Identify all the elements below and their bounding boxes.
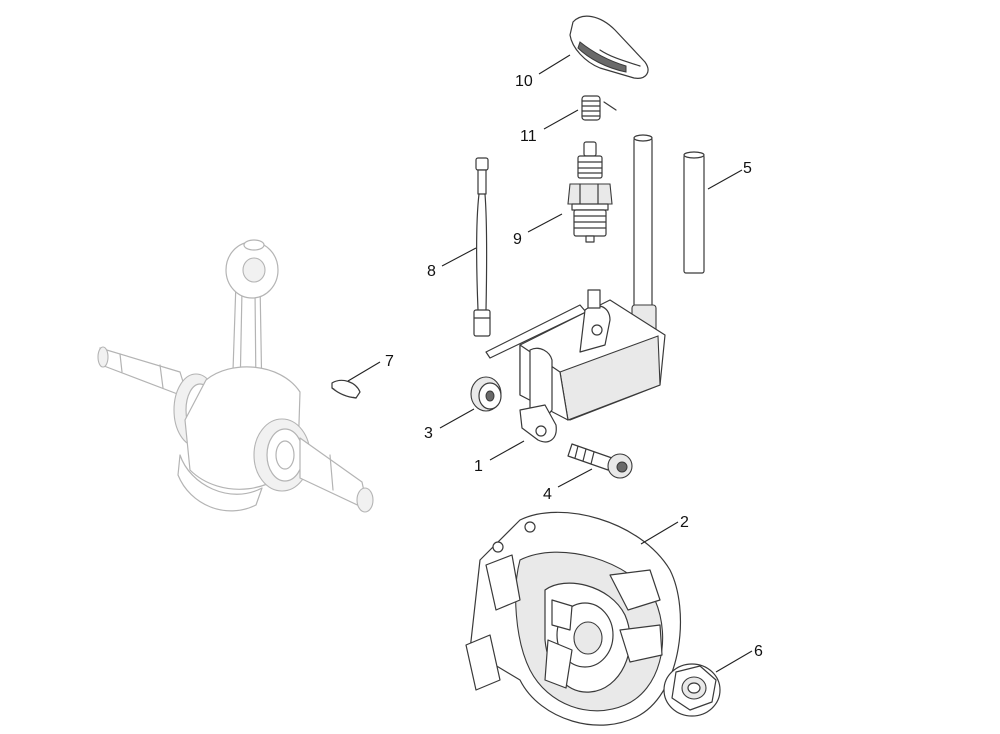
spark-plug-cap bbox=[569, 15, 649, 79]
pin bbox=[683, 151, 705, 274]
bolt bbox=[567, 443, 633, 479]
callout-7: 7 bbox=[385, 353, 394, 370]
woodruff-key bbox=[331, 379, 361, 399]
callout-10: 10 bbox=[515, 73, 533, 90]
grommet bbox=[470, 376, 502, 412]
callout-6: 6 bbox=[754, 643, 763, 660]
callout-1: 1 bbox=[474, 458, 483, 475]
ignition-coil-module bbox=[485, 289, 666, 443]
spring bbox=[581, 95, 617, 121]
flange-nut bbox=[663, 663, 721, 717]
crankshaft-assembly bbox=[97, 239, 374, 513]
callout-2: 2 bbox=[680, 514, 689, 531]
flywheel bbox=[465, 511, 682, 726]
callout-11: 11 bbox=[520, 128, 537, 145]
callout-8: 8 bbox=[427, 263, 436, 280]
callout-9: 9 bbox=[513, 231, 522, 248]
ignition-lead-wire bbox=[473, 157, 491, 337]
coil-high-tension-rod bbox=[631, 134, 657, 334]
callout-5: 5 bbox=[743, 160, 752, 177]
callout-4: 4 bbox=[543, 486, 552, 503]
leader-lines bbox=[347, 54, 753, 673]
callout-3: 3 bbox=[424, 425, 433, 442]
spark-plug bbox=[567, 141, 613, 243]
